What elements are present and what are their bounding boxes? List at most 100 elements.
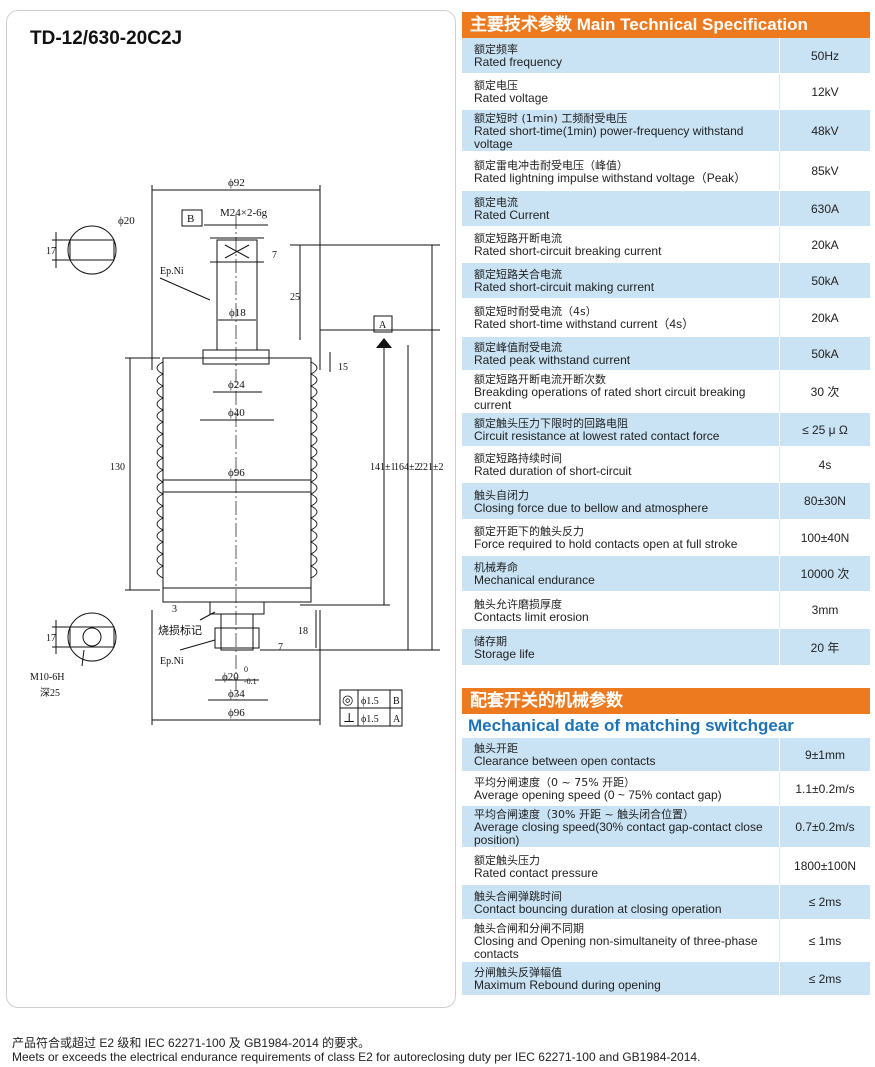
tolerance-2-datum: A [393, 714, 401, 725]
spec-value: 630A [780, 191, 870, 226]
spec-param-cn: 额定触头压力下限时的回路电阻 [474, 417, 628, 430]
spec-param-cn: 额定开距下的触头反力 [474, 525, 584, 538]
spec-value: 20kA [780, 299, 870, 336]
spec-row: 平均分闸速度（0 ~ 75% 开距）Average opening speed … [462, 772, 870, 806]
spec-value: ≤ 2ms [780, 885, 870, 919]
spec-param-en: Rated short-circuit making current [474, 280, 655, 294]
spec-param-en: Maximum Rebound during opening [474, 978, 661, 992]
spec-value: 0.7±0.2m/s [780, 806, 870, 847]
dim-phi96-mid: ϕ96 [228, 467, 245, 479]
spec-param-en: Rated contact pressure [474, 865, 599, 880]
spec-param: 额定短时耐受电流（4s）Rated short-time withstand c… [462, 299, 780, 336]
spec-param-en: Rated short-time withstand current（4s） [474, 317, 695, 331]
spec-param-cn: 触头合闸和分闸不同期 [474, 921, 584, 935]
dim-phi20-bottom: ϕ20 [222, 671, 239, 683]
spec-row: 额定雷电冲击耐受电压（峰值）Rated lightning impulse wi… [462, 152, 870, 191]
dim-17-top: 17 [46, 246, 56, 257]
dim-130: 130 [110, 462, 125, 473]
dim-phi92: ϕ92 [228, 177, 245, 189]
footer-note-cn: 产品符合或超过 E2 级和 IEC 62271-100 及 GB1984-201… [12, 1036, 371, 1050]
spec-param-cn: 触头允许磨损厚度 [474, 597, 562, 611]
spec-param-cn: 平均合闸速度（30% 开距 ~ 触头闭合位置） [474, 807, 695, 821]
spec-param-cn: 额定触头压力 [474, 853, 540, 867]
spec-value: 9±1mm [780, 738, 870, 771]
spec-value: 20kA [780, 227, 870, 262]
spec-param-cn: 额定电压 [474, 79, 518, 92]
spec-param-cn: 平均分闸速度（0 ~ 75% 开距） [474, 776, 636, 789]
dim-phi96-bottom: ϕ96 [228, 707, 245, 719]
spec-param-en: Rated duration of short-circuit [474, 464, 632, 478]
tolerance-1-value: ϕ1.5 [361, 696, 379, 707]
spec-row: 额定短时耐受电流（4s）Rated short-time withstand c… [462, 299, 870, 337]
spec-row: 平均合闸速度（30% 开距 ~ 触头闭合位置）Average closing s… [462, 806, 870, 848]
spec-value: 50kA [780, 337, 870, 370]
spec-param-cn: 触头合闸弹跳时间 [474, 889, 562, 903]
spec-value: 100±40N [780, 520, 870, 555]
spec-value: 1800±100N [780, 848, 870, 884]
burn-mark-label: 烧损标记 [158, 623, 202, 637]
spec-param-en: Closing and Opening non-simultaneity of … [474, 933, 758, 961]
spec-param-en: Rated voltage [474, 91, 549, 105]
dim-phi20-top: ϕ20 [118, 215, 135, 227]
spec-param-en: Rated Current [474, 208, 550, 222]
spec-param-en: Contact bouncing duration at closing ope… [474, 901, 722, 916]
tolerance-2-value: ϕ1.5 [361, 714, 379, 725]
spec-value: 50kA [780, 263, 870, 298]
spec-value: 80±30N [780, 483, 870, 519]
spec-value: ≤ 2ms [780, 962, 870, 995]
spec-param-cn: 额定电流 [474, 196, 518, 209]
spec-param-cn: 额定频率 [474, 43, 518, 56]
mech-spec-title-en: Mechanical date of matching switchgear [468, 716, 794, 735]
spec-param-cn: 额定短路关合电流 [474, 268, 562, 281]
spec-param-en: Rated lightning impulse withstand voltag… [474, 170, 747, 185]
dim-phi40: ϕ40 [228, 407, 245, 419]
dim-25: 25 [290, 292, 300, 303]
spec-param-cn: 额定雷电冲击耐受电压（峰值） [474, 158, 628, 172]
perpendicularity-symbol-icon: ⊥ [343, 710, 355, 725]
spec-value: 1.1±0.2m/s [780, 772, 870, 805]
spec-param-en: Contacts limit erosion [474, 609, 589, 624]
dim-15: 15 [338, 362, 348, 373]
spec-param-en: Force required to hold contacts open at … [474, 537, 738, 551]
spec-param-en: Breakding operations of rated short circ… [474, 384, 746, 412]
spec-param-en: Rated peak withstand current [474, 353, 631, 367]
footer-note-en: Meets or exceeds the electrical enduranc… [12, 1050, 701, 1064]
spec-param: 平均合闸速度（30% 开距 ~ 触头闭合位置）Average closing s… [462, 806, 780, 847]
dim-3: 3 [172, 604, 177, 615]
spec-param-en: Average closing speed(30% contact gap-co… [474, 819, 763, 847]
dim-phi20-tol-lower: -0.1 [244, 677, 257, 686]
dim-18: 18 [298, 626, 308, 637]
spec-value: 48kV [780, 110, 870, 151]
dim-7-top: 7 [272, 250, 277, 261]
dim-17-bot: 17 [46, 633, 56, 644]
spec-param: 平均分闸速度（0 ~ 75% 开距）Average opening speed … [462, 772, 780, 805]
dim-141: 141±1 [370, 462, 396, 473]
spec-param-en: Clearance between open contacts [474, 754, 656, 768]
depth-25: 深25 [40, 687, 60, 699]
dim-phi24: ϕ24 [228, 379, 245, 391]
spec-param-cn: 分闸触头反弹幅值 [474, 966, 562, 979]
